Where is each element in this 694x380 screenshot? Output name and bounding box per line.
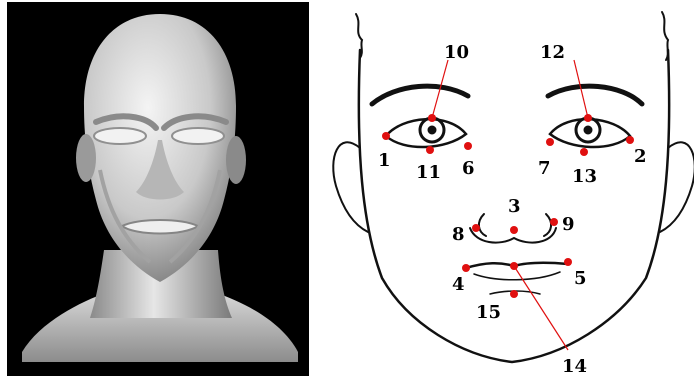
landmark-label-5: 5: [574, 268, 587, 289]
landmark-point-13: [580, 148, 588, 156]
head-3d-left-eye: [94, 128, 146, 144]
landmark-labels: 1 2 3 4 5 6 7 8 9 10 11 12 13 14 15: [378, 42, 647, 377]
nostril-left: [479, 214, 486, 236]
landmark-label-1: 1: [378, 150, 391, 171]
head-3d-render: [22, 14, 298, 362]
lower-lip: [474, 272, 560, 280]
nostril-right: [544, 214, 551, 236]
landmark-point-5: [564, 258, 572, 266]
face-line-drawing: [333, 12, 694, 362]
landmark-label-10: 10: [444, 42, 469, 63]
landmark-point-8: [472, 224, 480, 232]
left-pupil: [428, 126, 436, 134]
landmark-label-11: 11: [416, 162, 441, 183]
left-eye-outline: [386, 119, 466, 147]
landmark-point-6: [464, 142, 472, 150]
leader-line-14: [514, 266, 568, 350]
landmark-label-12: 12: [540, 42, 565, 63]
landmark-point-3: [510, 226, 518, 234]
landmark-label-15: 15: [476, 302, 501, 323]
left-eyebrow: [372, 86, 468, 104]
landmark-label-7: 7: [538, 158, 551, 179]
landmark-label-8: 8: [452, 224, 465, 245]
landmark-point-10: [428, 114, 436, 122]
landmark-label-9: 9: [562, 214, 575, 235]
right-eyebrow: [548, 86, 642, 104]
landmark-label-13: 13: [572, 166, 597, 187]
landmark-label-4: 4: [452, 274, 465, 295]
landmark-label-2: 2: [634, 146, 647, 167]
landmark-label-6: 6: [462, 158, 475, 179]
landmark-label-3: 3: [508, 196, 521, 217]
head-3d-right-ear: [226, 136, 246, 184]
head-3d-left-ear: [76, 134, 96, 182]
landmark-point-15: [510, 290, 518, 298]
landmark-point-4: [462, 264, 470, 272]
landmark-point-1: [382, 132, 390, 140]
head-3d-right-eye: [172, 128, 224, 144]
landmark-point-14: [510, 262, 518, 270]
landmark-point-12: [584, 114, 592, 122]
landmark-point-9: [550, 218, 558, 226]
right-pupil: [584, 126, 592, 134]
landmark-point-7: [546, 138, 554, 146]
hair-strand-right: [662, 12, 668, 60]
head-3d-mouth: [122, 220, 198, 234]
landmark-label-14: 14: [562, 356, 587, 377]
landmark-point-2: [626, 136, 634, 144]
landmark-point-11: [426, 146, 434, 154]
